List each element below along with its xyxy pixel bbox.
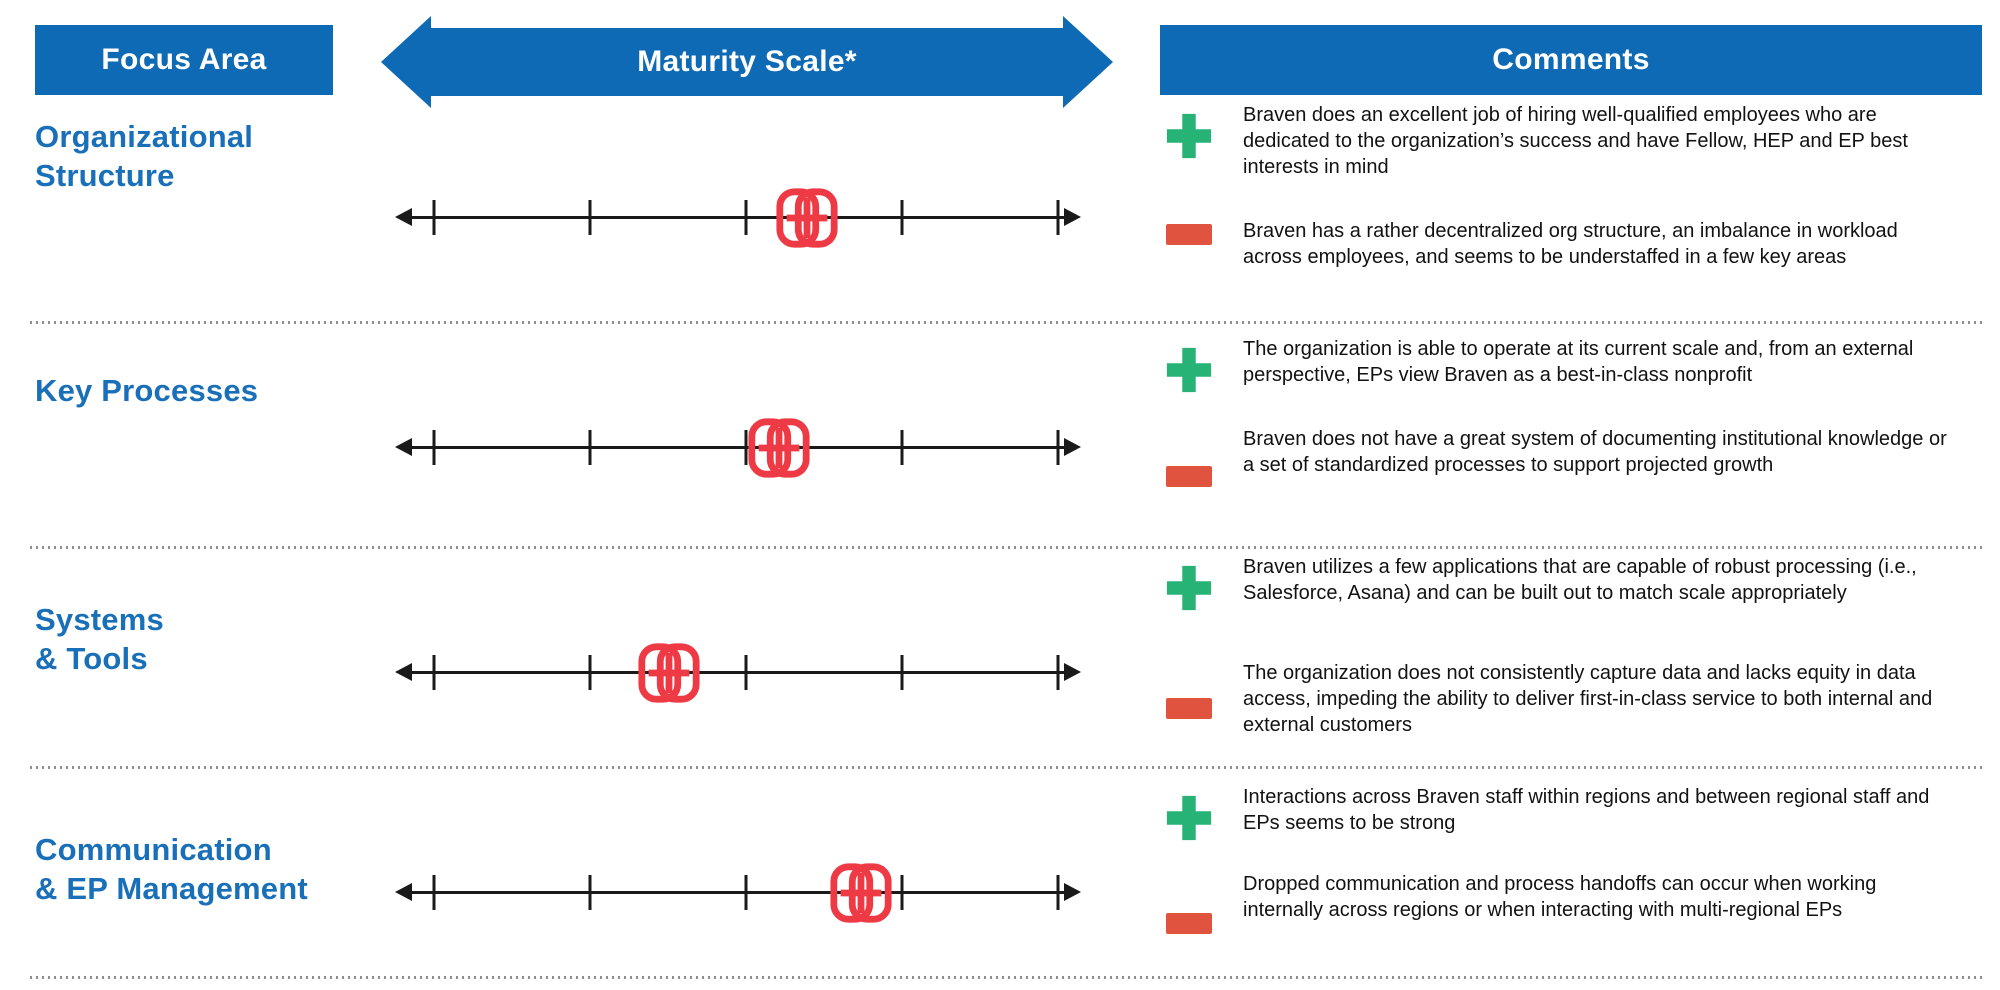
row-title-line: Systems (35, 602, 164, 637)
scale-tick (1056, 875, 1060, 910)
row-title: Key Processes (35, 371, 385, 410)
braven-marker-icon (748, 418, 810, 478)
scale-tick (744, 200, 748, 235)
scale-tick (588, 875, 592, 910)
braven-marker-icon (776, 188, 838, 248)
scale-tick (744, 430, 748, 465)
negative-comment: Braven does not have a great system of d… (1163, 426, 1991, 487)
focus-row-key-processes: Key Processes The (0, 323, 2000, 548)
maturity-scale (395, 185, 1081, 251)
scale-right-arrowhead-icon (1064, 438, 1081, 456)
braven-marker-icon (830, 863, 893, 923)
negative-comment-text: Braven does not have a great system of d… (1243, 428, 1947, 476)
arrow-body (425, 28, 1069, 96)
plus-icon (1166, 347, 1212, 393)
scale-line (403, 446, 1073, 449)
row-separator (30, 546, 1985, 549)
focus-row-organizational-structure: Organizational Structure (0, 97, 2000, 323)
minus-icon (1166, 698, 1212, 719)
scale-tick (744, 655, 748, 690)
scale-tick (900, 430, 904, 465)
plus-icon (1166, 565, 1212, 611)
scale-tick (588, 655, 592, 690)
positive-comment: Interactions across Braven staff within … (1163, 784, 1991, 842)
positive-comment: Braven does an excellent job of hiring w… (1163, 102, 1991, 180)
negative-comment: The organization does not consistently c… (1163, 660, 1991, 738)
scale-line (403, 216, 1073, 219)
row-title-line: Organizational (35, 119, 254, 154)
scale-tick (1056, 430, 1060, 465)
focus-area-header: Focus Area (35, 25, 333, 95)
row-separator (30, 976, 1985, 979)
scale-right-arrowhead-icon (1064, 883, 1081, 901)
negative-comment: Dropped communication and process handof… (1163, 871, 1991, 934)
plus-icon (1166, 795, 1212, 841)
minus-icon (1166, 466, 1212, 487)
positive-comment-text: The organization is able to operate at i… (1243, 338, 1914, 386)
positive-comment-text: Braven utilizes a few applications that … (1243, 556, 1917, 604)
scale-tick (432, 200, 436, 235)
row-title: Systems & Tools (35, 600, 385, 678)
scale-line (403, 671, 1073, 674)
scale-tick (900, 655, 904, 690)
scale-tick (432, 430, 436, 465)
positive-comment: The organization is able to operate at i… (1163, 336, 1991, 394)
row-title-line: & EP Management (35, 871, 308, 906)
scale-tick (432, 875, 436, 910)
arrow-left-head-icon (381, 16, 431, 108)
maturity-scale (395, 860, 1081, 926)
row-title-line: Structure (35, 158, 175, 193)
scale-tick (900, 875, 904, 910)
scale-tick (432, 655, 436, 690)
scale-tick (588, 200, 592, 235)
positive-comment-text: Interactions across Braven staff within … (1243, 786, 1930, 834)
focus-row-communication-ep-management: Communication & EP Management (0, 768, 2000, 978)
scale-right-arrowhead-icon (1064, 663, 1081, 681)
maturity-scale (395, 640, 1081, 706)
row-separator (30, 766, 1985, 769)
braven-marker-icon (638, 643, 700, 703)
scale-right-arrowhead-icon (1064, 208, 1081, 226)
plus-icon (1166, 113, 1212, 159)
minus-icon (1166, 913, 1212, 934)
row-title-line: Key Processes (35, 373, 259, 408)
maturity-scale-header: Maturity Scale* (381, 16, 1113, 108)
scale-tick (744, 875, 748, 910)
row-title: Communication & EP Management (35, 830, 385, 908)
minus-icon (1166, 224, 1212, 245)
scale-tick (1056, 200, 1060, 235)
negative-comment-text: Dropped communication and process handof… (1243, 873, 1877, 921)
comments-header: Comments (1160, 25, 1982, 95)
arrow-right-head-icon (1063, 16, 1113, 108)
positive-comment: Braven utilizes a few applications that … (1163, 554, 1991, 612)
negative-comment-text: The organization does not consistently c… (1243, 662, 1933, 736)
maturity-scale (395, 415, 1081, 481)
row-separator (30, 321, 1985, 324)
negative-comment: Braven has a rather decentralized org st… (1163, 218, 1991, 270)
scale-tick (900, 200, 904, 235)
row-title-line: & Tools (35, 641, 148, 676)
scale-tick (1056, 655, 1060, 690)
positive-comment-text: Braven does an excellent job of hiring w… (1243, 104, 1908, 178)
focus-row-systems-tools: Systems & Tools Bra (0, 548, 2000, 768)
maturity-scale-header-label: Maturity Scale* (637, 45, 857, 78)
comments-header-label: Comments (1492, 43, 1650, 76)
scale-tick (588, 430, 592, 465)
scale-line (403, 891, 1073, 894)
focus-area-header-label: Focus Area (101, 43, 267, 76)
row-title: Organizational Structure (35, 117, 385, 195)
row-title-line: Communication (35, 832, 272, 867)
negative-comment-text: Braven has a rather decentralized org st… (1243, 220, 1898, 268)
